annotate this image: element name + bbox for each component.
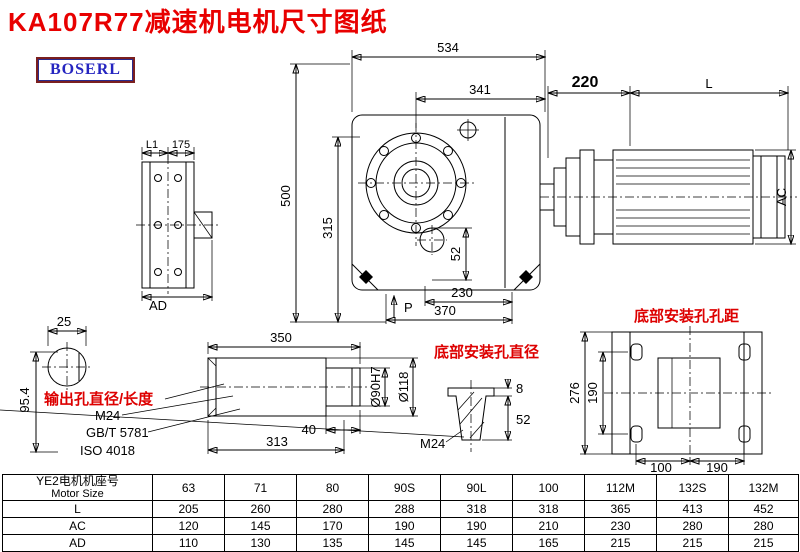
table-row-L: L 205 260 280 288 318 318 365 413 452 <box>2 500 799 518</box>
output-shaft-side-view: 350 40 313 Ø90H7 Ø118 <box>200 330 418 454</box>
col-header-90L: 90L <box>440 474 513 501</box>
dim-40: 40 <box>302 422 316 437</box>
cell-AC-100: 210 <box>512 517 585 535</box>
row-label-AC: AC <box>2 517 153 535</box>
table-header-row: YE2电机机座号 Motor Size 63 71 80 90S 90L 100… <box>2 474 799 501</box>
label-m24-bottom: M24 <box>420 436 445 451</box>
table-header-en: Motor Size <box>51 488 104 500</box>
dim-175: 175 <box>172 139 190 151</box>
dim-230: 230 <box>451 285 473 300</box>
cell-L-132S: 413 <box>656 500 729 518</box>
gearbox-side-view: L1 175 AD <box>136 139 220 313</box>
dim-52-main: 52 <box>448 247 463 261</box>
cell-AD-132M: 215 <box>728 534 799 552</box>
cell-L-112M: 365 <box>584 500 657 518</box>
output-shaft-end-view: 25 95.4 输出孔直径/长度 M24 GB/T 5781 ISO 4018 <box>17 314 241 458</box>
table-header-cn: YE2电机机座号 <box>36 474 119 488</box>
cell-AC-63: 120 <box>152 517 225 535</box>
cell-AC-80: 170 <box>296 517 369 535</box>
cell-AD-112M: 215 <box>584 534 657 552</box>
page-title: KA107R77减速机电机尺寸图纸 <box>8 7 388 37</box>
label-bottom-hole-diameter: 底部安装孔直径 <box>434 343 539 361</box>
cell-AC-132S: 280 <box>656 517 729 535</box>
dim-190-horizontal: 190 <box>706 460 728 474</box>
cell-L-90S: 288 <box>368 500 441 518</box>
housing-bottom-view: 底部安装孔孔距 276 190 <box>567 307 772 474</box>
cell-AC-90L: 190 <box>440 517 513 535</box>
dim-100: 100 <box>650 460 672 474</box>
cell-AD-80: 135 <box>296 534 369 552</box>
col-header-71: 71 <box>224 474 297 501</box>
cell-L-100: 318 <box>512 500 585 518</box>
dim-od-118: Ø118 <box>396 372 411 403</box>
dim-220: 220 <box>572 74 599 91</box>
cell-L-80: 280 <box>296 500 369 518</box>
label-bottom-hole-spacing: 底部安装孔孔距 <box>634 307 739 325</box>
bottom-mounting-hole-detail: 底部安装孔直径 8 52 M24 <box>0 343 539 452</box>
dim-315: 315 <box>320 217 335 239</box>
cell-L-132M: 452 <box>728 500 799 518</box>
dim-motor-L: L <box>705 76 712 91</box>
motor-side-view <box>539 149 797 245</box>
label-output-hole: 输出孔直径/长度 <box>44 390 154 408</box>
dim-341: 341 <box>469 82 491 97</box>
brand-logo: BOSERL <box>36 57 135 83</box>
col-header-90S: 90S <box>368 474 441 501</box>
cell-AD-71: 130 <box>224 534 297 552</box>
technical-drawing: 534 341 500 315 52 230 <box>0 40 797 474</box>
cell-AD-90L: 145 <box>440 534 513 552</box>
dim-L1: L1 <box>146 139 158 151</box>
label-p: P <box>404 300 413 315</box>
cell-AC-132M: 280 <box>728 517 799 535</box>
cell-AD-100: 165 <box>512 534 585 552</box>
motor-size-table: YE2电机机座号 Motor Size 63 71 80 90S 90L 100… <box>2 474 799 552</box>
table-row-AC: AC 120 145 170 190 190 210 230 280 280 <box>2 517 799 535</box>
dim-95-4: 95.4 <box>17 387 32 412</box>
table-header-motor-size: YE2电机机座号 Motor Size <box>2 474 153 501</box>
label-iso-standard: ISO 4018 <box>80 443 135 458</box>
dim-25: 25 <box>57 314 71 329</box>
cell-AD-90S: 145 <box>368 534 441 552</box>
dim-313: 313 <box>266 434 288 449</box>
col-header-132M: 132M <box>728 474 799 501</box>
motor-dimensions: 220 L AC <box>547 74 796 244</box>
dim-350: 350 <box>270 330 292 345</box>
col-header-132S: 132S <box>656 474 729 501</box>
label-gb-standard: GB/T 5781 <box>86 425 149 440</box>
dim-motor-AC: AC <box>774 188 789 206</box>
col-header-80: 80 <box>296 474 369 501</box>
cell-L-90L: 318 <box>440 500 513 518</box>
label-m24-output: M24 <box>95 408 120 423</box>
dim-52-hole: 52 <box>516 412 530 427</box>
dim-500: 500 <box>278 185 293 207</box>
row-label-AD: AD <box>2 534 153 552</box>
cell-L-63: 205 <box>152 500 225 518</box>
dim-bore-90H7: Ø90H7 <box>368 366 383 407</box>
dim-AD: AD <box>149 298 167 313</box>
dim-370: 370 <box>434 303 456 318</box>
gearbox-front-view <box>351 114 541 291</box>
dim-190-vertical: 190 <box>585 382 600 404</box>
main-view-dimensions: 534 341 500 315 52 230 <box>278 40 545 324</box>
cell-AC-90S: 190 <box>368 517 441 535</box>
row-label-L: L <box>2 500 153 518</box>
cell-AD-63: 110 <box>152 534 225 552</box>
cell-AD-132S: 215 <box>656 534 729 552</box>
col-header-112M: 112M <box>584 474 657 501</box>
dim-8: 8 <box>516 381 523 396</box>
dim-276: 276 <box>567 382 582 404</box>
table-row-AD: AD 110 130 135 145 145 165 215 215 215 <box>2 534 799 552</box>
cell-AC-112M: 230 <box>584 517 657 535</box>
cell-L-71: 260 <box>224 500 297 518</box>
col-header-63: 63 <box>152 474 225 501</box>
col-header-100: 100 <box>512 474 585 501</box>
cell-AC-71: 145 <box>224 517 297 535</box>
dim-534: 534 <box>437 40 459 55</box>
